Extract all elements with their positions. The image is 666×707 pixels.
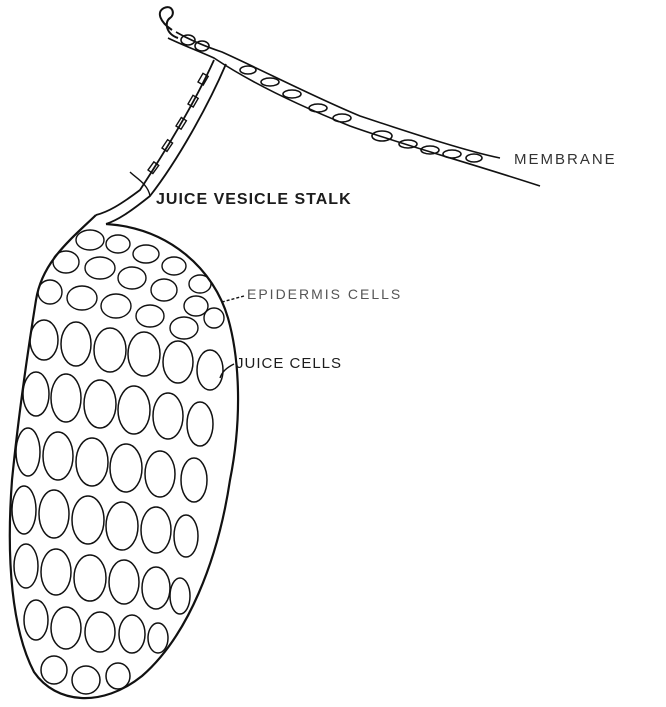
label-epidermis-cells: EPIDERMIS CELLS (247, 287, 402, 301)
leader-line-epidermis (222, 296, 244, 302)
membrane-curl (160, 7, 178, 38)
stalk-cells (148, 73, 208, 173)
label-membrane: MEMBRANE (514, 152, 617, 167)
membrane (168, 32, 540, 186)
epidermis-cells (38, 230, 224, 339)
label-juice-cells: JUICE CELLS (236, 356, 342, 371)
label-juice-vesicle-stalk: JUICE VESICLE STALK (156, 192, 352, 208)
leader-line-stalk (130, 172, 150, 196)
juice-cells (12, 320, 223, 694)
